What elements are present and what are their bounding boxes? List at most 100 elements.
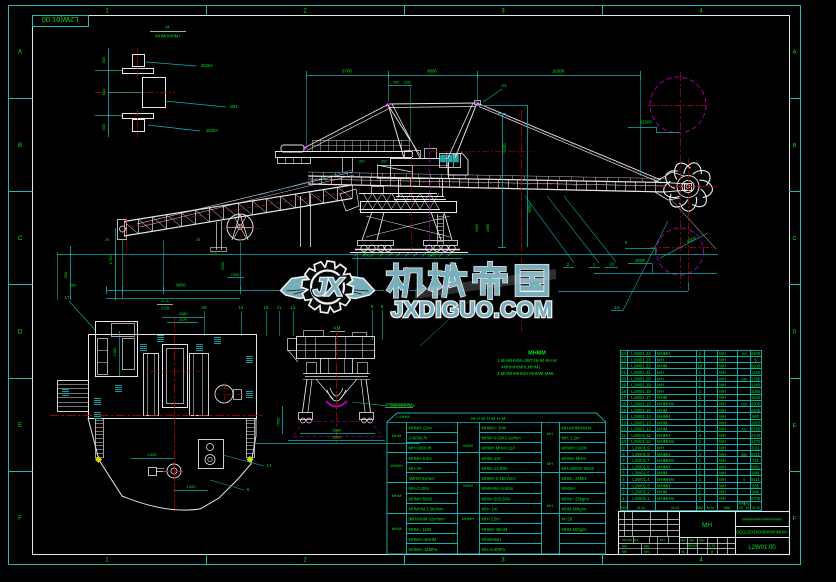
svg-text:800: 800 (101, 88, 106, 95)
svg-text:MHMH 11/m: MHMH 11/m (409, 425, 433, 430)
svg-text:MH: MH (657, 376, 664, 381)
svg-text:9: 9 (622, 446, 625, 451)
svg-text:MHMH: MHMH (657, 452, 670, 457)
svg-text:DQ(1100/1500)MHMHMHM.: DQ(1100/1500)MHMHMHM. (736, 530, 788, 535)
svg-text:L2W01.1: L2W01.1 (632, 496, 650, 501)
svg-text:7560: 7560 (277, 418, 281, 426)
svg-text:5700: 5700 (751, 496, 761, 501)
svg-text:19: 19 (621, 383, 626, 388)
svg-text:10: 10 (621, 439, 626, 444)
svg-text:1080: 1080 (113, 348, 117, 356)
svg-text:2479: 2479 (179, 318, 187, 322)
svg-text:MHM=205.50N: MHM=205.50N (482, 496, 510, 501)
svg-text:MHMH: MHMH (657, 464, 670, 469)
svg-text:0: 0 (625, 240, 628, 245)
svg-text:L2W01.22: L2W01.22 (631, 364, 651, 369)
svg-text:MH: MH (719, 446, 726, 451)
svg-text:M: M (739, 506, 742, 510)
svg-text:MH: MH (719, 414, 726, 419)
svg-text:948: 948 (752, 471, 760, 476)
svg-text:MHM: MHM (657, 427, 668, 432)
svg-text:L2W01.17: L2W01.17 (631, 395, 651, 400)
svg-text:2100: 2100 (751, 433, 761, 438)
svg-text:MH: MH (657, 446, 664, 451)
svg-text:L2W01.12: L2W01.12 (631, 427, 651, 432)
svg-text:JXDIGUO.COM: JXDIGUO.COM (391, 297, 553, 322)
svg-text:6: 6 (449, 252, 451, 256)
svg-text:MHMH 0-15m/mm: MHMH 0-15m/mm (482, 476, 517, 481)
svg-text:MM: MM (697, 506, 703, 510)
svg-text:M: M (711, 550, 714, 554)
svg-text:MHM=0.0343-1s/mm: MHM=0.0343-1s/mm (482, 435, 522, 440)
svg-text:MHM: MHM (657, 490, 668, 495)
svg-text:MHMH=110N: MHMH=110N (562, 446, 587, 451)
svg-text:MH: MH (657, 357, 664, 362)
svg-text:1: 1 (699, 420, 702, 425)
svg-text:1: 1 (699, 427, 702, 432)
svg-text:3: 3 (391, 252, 393, 256)
svg-text:JXDIGUO.COM: JXDIGUO.COM (391, 297, 553, 322)
svg-text:MHMHM: MHMHM (657, 477, 674, 482)
svg-text:MH: MH (719, 433, 726, 438)
svg-text:A: A (18, 50, 22, 56)
svg-text:16: 16 (621, 401, 626, 406)
svg-text:6: 6 (622, 464, 625, 469)
svg-text:1: 1 (699, 383, 702, 388)
svg-text:13: 13 (267, 463, 272, 468)
svg-text:MM: MM (620, 506, 626, 510)
svg-text:MHM: MHM (657, 364, 668, 369)
svg-text:MH: MH (719, 471, 726, 476)
svg-text:240: 240 (741, 377, 747, 381)
svg-text:MHMHMHM: MHMHMHM (471, 416, 507, 421)
svg-text:4MHM 5s/mm: 4MHM 5s/mm (409, 476, 436, 481)
svg-text:MH=2.5m: MH=2.5m (482, 517, 501, 522)
svg-text:301: 301 (359, 160, 365, 164)
svg-text:2000: 2000 (635, 258, 645, 263)
svg-text:18: 18 (621, 389, 626, 394)
svg-text:MH: MH (644, 545, 650, 549)
svg-text:21: 21 (502, 83, 507, 88)
svg-text:L2W01.10: L2W01.10 (631, 439, 651, 444)
svg-text:A-A: A-A (161, 299, 170, 304)
svg-text:MH: MH (719, 464, 726, 469)
svg-text:MH: MH (719, 395, 726, 400)
svg-text:3: 3 (501, 9, 505, 15)
svg-text:9: 9 (371, 304, 374, 309)
svg-text:5: 5 (423, 252, 425, 256)
svg-text:JX: JX (313, 274, 344, 302)
svg-text:D: D (18, 330, 23, 336)
svg-text:20: 20 (621, 376, 626, 381)
svg-text:1370: 1370 (751, 439, 761, 444)
svg-text:MMHMMHMM: MMHMMHMM (390, 404, 414, 408)
svg-text:MH: MH (622, 550, 628, 554)
svg-text:MH: MH (702, 522, 712, 529)
svg-text:MHMH 5580: MHMH 5580 (409, 496, 433, 501)
svg-text:L2W01.21: L2W01.21 (631, 370, 651, 375)
svg-text:L2W01.8: L2W01.8 (632, 452, 650, 457)
svg-text:MHM= 1160: MHM= 1160 (409, 527, 432, 532)
svg-text:302: 302 (381, 160, 387, 164)
svg-text:1780: 1780 (751, 376, 761, 381)
svg-text:C: C (18, 236, 23, 242)
svg-text:[MH/MHM 92m/mm: [MH/MHM 92m/mm (409, 517, 446, 522)
svg-text:300: 300 (70, 283, 77, 288)
svg-text:6211: 6211 (751, 452, 761, 457)
svg-text:MH: MH (719, 496, 726, 501)
svg-text:18: 18 (264, 305, 269, 310)
svg-text:2: 2 (303, 558, 307, 564)
svg-text:3080: 3080 (179, 311, 189, 316)
svg-text:1: 1 (593, 262, 596, 267)
svg-text:1: 1 (699, 483, 702, 488)
svg-text:4: 4 (699, 433, 702, 438)
svg-text:M=29: M=29 (562, 517, 573, 522)
svg-text:MHM: MHM (657, 471, 668, 476)
svg-text:7: 7 (622, 458, 625, 463)
svg-text:L2W01.18: L2W01.18 (631, 389, 651, 394)
svg-text:F: F (793, 516, 797, 522)
svg-text:MHMH=16MPa: MHMH=16MPa (409, 547, 438, 552)
svg-text:MHMH 5.8m: MHMH 5.8m (409, 456, 433, 461)
svg-text:MH: MH (644, 550, 650, 554)
svg-text:1925: 1925 (751, 420, 761, 425)
svg-text:L=MHM: L=MHM (396, 415, 409, 419)
svg-text:MH: MH (719, 452, 726, 457)
